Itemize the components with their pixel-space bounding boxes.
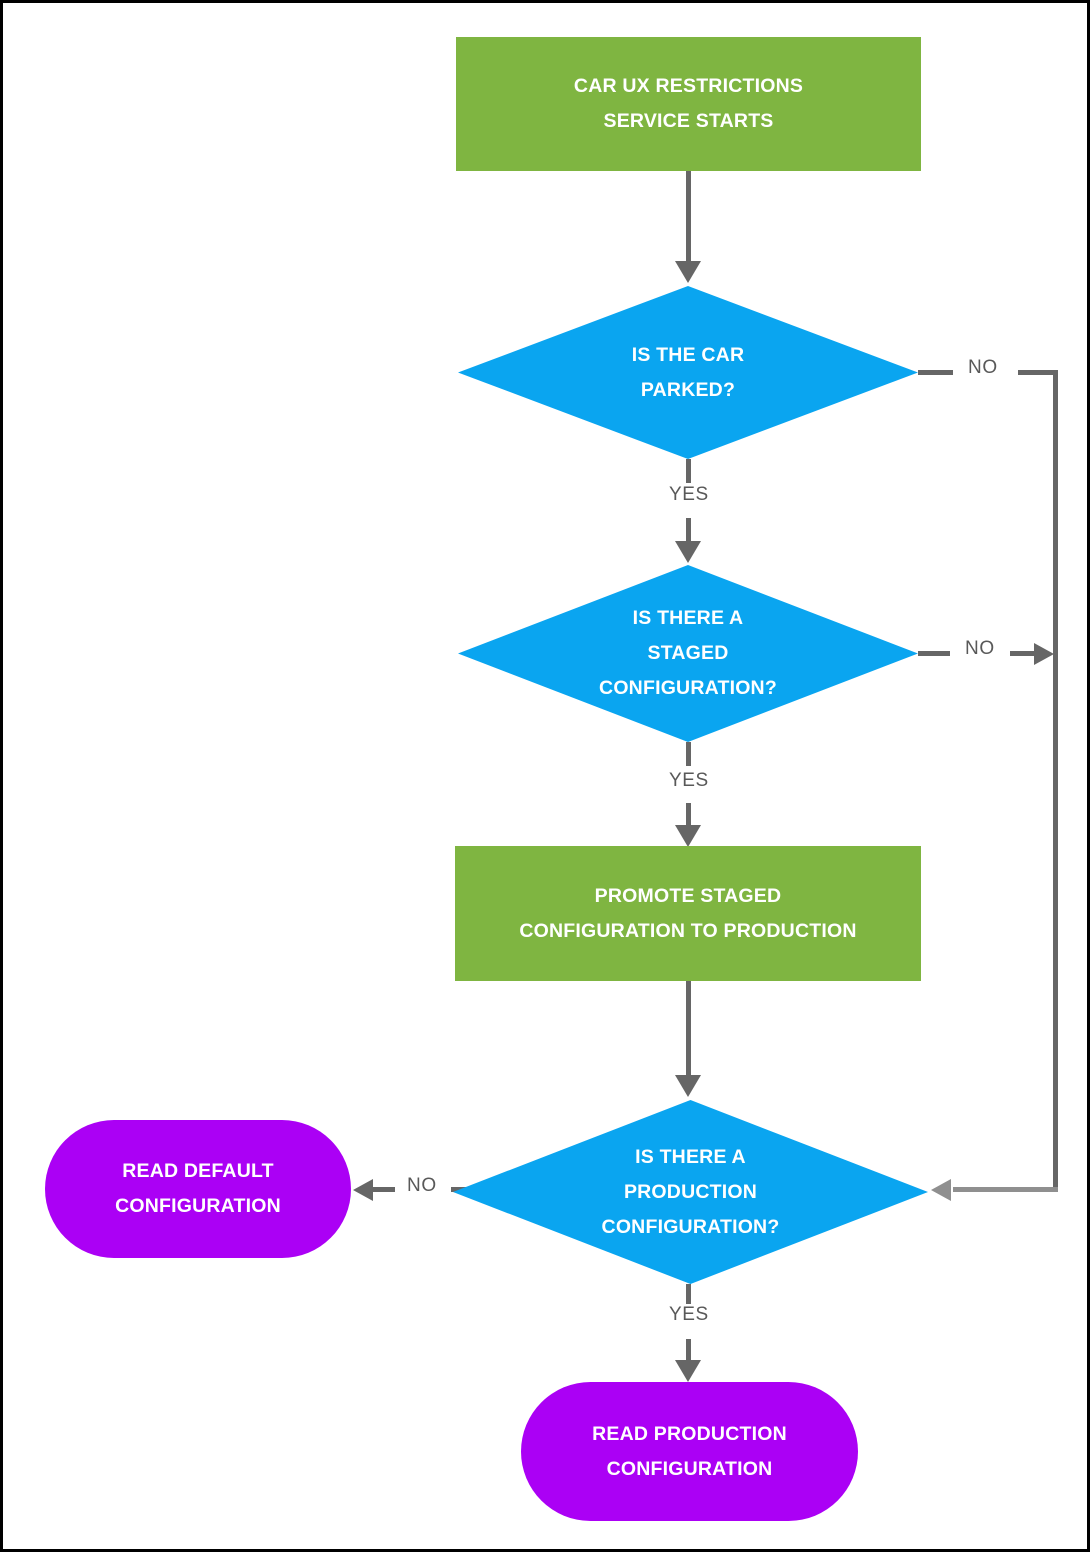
edge-label-staged-no: NO: [958, 638, 1002, 660]
node-is-there-a-staged-configuration[interactable]: IS THERE A STAGED CONFIGURATION?: [458, 565, 918, 742]
edge-label-parked-yes: YES: [662, 484, 716, 506]
edge-staged-no-line-right: [1010, 651, 1036, 656]
edge-parked-no-line-right: [1018, 370, 1058, 375]
edge-staged-yes-arrowhead: [675, 825, 701, 847]
edge-parked-no-line-left: [918, 370, 953, 375]
node-is-there-a-production-configuration[interactable]: IS THERE A PRODUCTION CONFIGURATION?: [453, 1100, 928, 1284]
edge-production-yes-line-upper: [686, 1284, 691, 1307]
node-read-production-configuration[interactable]: READ PRODUCTION CONFIGURATION: [521, 1382, 858, 1521]
edge-label-parked-no: NO: [961, 357, 1005, 379]
edge-staged-yes-line-lower: [686, 803, 691, 828]
edge-parked-yes-line-lower: [686, 518, 691, 543]
node-label: IS THERE A PRODUCTION CONFIGURATION?: [601, 1145, 780, 1238]
node-label: CAR UX RESTRICTIONS SERVICE STARTS: [573, 75, 804, 132]
edge-label-staged-yes: YES: [662, 770, 716, 792]
edge-production-no-arrowhead: [353, 1179, 373, 1201]
node-promote-staged-configuration-to-production[interactable]: PROMOTE STAGED CONFIGURATION TO PRODUCTI…: [455, 846, 921, 981]
edge-parked-yes-arrowhead: [675, 541, 701, 563]
edge-right-trunk-into-production-line: [953, 1187, 1058, 1192]
node-label: READ DEFAULT CONFIGURATION: [115, 1160, 281, 1217]
node-label: IS THERE A STAGED CONFIGURATION?: [599, 607, 777, 699]
edge-staged-yes-line-upper: [686, 742, 691, 766]
node-label: IS THE CAR PARKED?: [631, 343, 745, 401]
edge-right-trunk-into-production-arrowhead: [931, 1179, 951, 1201]
edge-production-no-line-left: [373, 1187, 395, 1192]
node-car-ux-restrictions-service-starts[interactable]: CAR UX RESTRICTIONS SERVICE STARTS: [456, 37, 921, 171]
node-label: PROMOTE STAGED CONFIGURATION TO PRODUCTI…: [519, 884, 857, 942]
edge-start-to-parked-arrowhead: [675, 261, 701, 283]
node-is-the-car-parked[interactable]: IS THE CAR PARKED?: [458, 286, 918, 459]
edge-production-yes-line-lower: [686, 1339, 691, 1363]
node-read-default-configuration[interactable]: READ DEFAULT CONFIGURATION: [45, 1120, 351, 1258]
edge-right-trunk-vertical: [1053, 370, 1058, 1192]
edge-staged-no-arrowhead: [1034, 643, 1054, 665]
node-label: READ PRODUCTION CONFIGURATION: [592, 1422, 787, 1480]
edge-label-production-no: NO: [400, 1175, 444, 1197]
edge-start-to-parked-line: [686, 171, 691, 263]
edge-promote-to-production-line: [686, 981, 691, 1077]
edge-parked-yes-line-upper: [686, 459, 691, 483]
edge-promote-to-production-arrowhead: [675, 1075, 701, 1097]
edge-production-yes-arrowhead: [675, 1360, 701, 1382]
edge-label-production-yes: YES: [662, 1304, 716, 1326]
edge-staged-no-line-left: [918, 651, 950, 656]
